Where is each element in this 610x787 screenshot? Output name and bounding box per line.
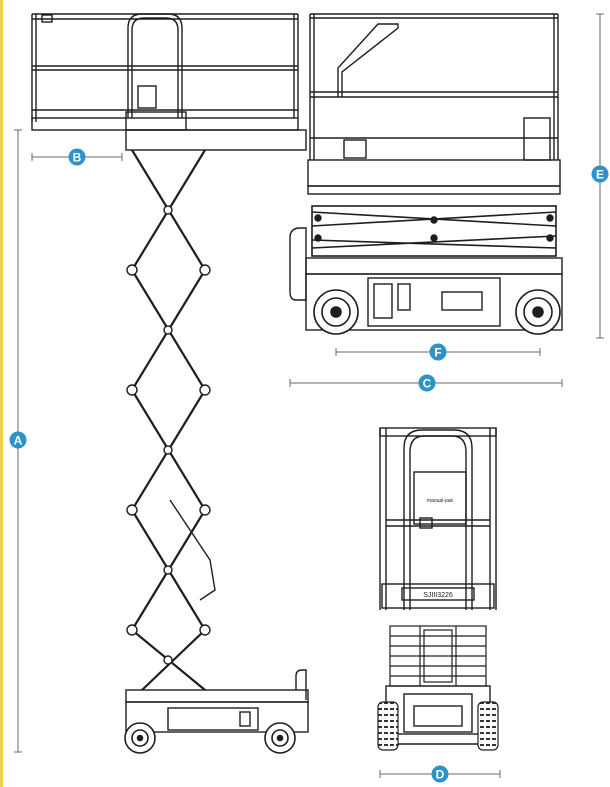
side-view-raised (31, 13, 309, 754)
badge-f: F (429, 343, 447, 361)
badge-a-label: A (14, 434, 23, 448)
side-chassis (125, 669, 309, 733)
stowed-wheels (313, 289, 561, 335)
front-view (377, 427, 499, 751)
badge-e: E (591, 165, 609, 183)
badge-d-label: D (436, 768, 445, 782)
front-wheels (377, 701, 499, 751)
side-wheels (124, 722, 296, 754)
badge-b-label: B (73, 151, 82, 165)
model-plate-box (401, 587, 475, 601)
hydraulic-cylinder (169, 499, 216, 601)
badge-e-label: E (596, 168, 604, 182)
brand-plate-text: manual-pak (427, 498, 454, 504)
model-plate-text: SJIII3226 (423, 592, 453, 599)
scissor-pins (126, 205, 211, 665)
badge-c: C (418, 374, 436, 392)
page-border (0, 0, 3, 787)
front-scissor-pack (389, 625, 487, 687)
badge-c-label: C (423, 377, 432, 391)
stowed-chassis (289, 227, 563, 331)
front-platform-base (381, 583, 495, 609)
badge-b: B (68, 148, 86, 166)
side-guardrails (31, 13, 299, 122)
side-platform-base (125, 129, 307, 151)
front-guardrails (379, 427, 497, 610)
badge-a: A (9, 431, 27, 449)
side-view-stowed (289, 13, 563, 335)
badge-d: D (431, 765, 449, 783)
badge-f-label: F (434, 346, 441, 360)
stowed-guardrails (309, 13, 559, 161)
front-decal-panel (413, 471, 467, 525)
